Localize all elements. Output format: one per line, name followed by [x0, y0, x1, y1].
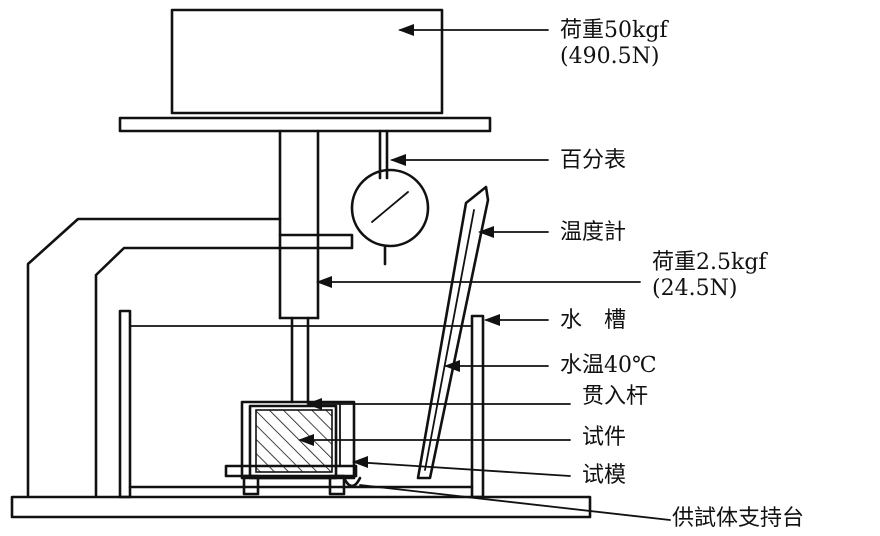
- frame: [26, 217, 354, 497]
- thermometer: [416, 185, 490, 480]
- label-small-load-line1: 荷重2.5kgf: [652, 250, 767, 275]
- label-main-load-line1: 荷重50kgf: [560, 18, 668, 43]
- base-plate: [10, 495, 592, 519]
- main-load-weight: [170, 8, 444, 115]
- dial-gauge: [350, 129, 430, 266]
- label-water-temp: 水温40℃: [560, 353, 657, 378]
- label-water-bath: 水 槽: [560, 308, 627, 333]
- label-specimen: 试件: [582, 425, 627, 450]
- specimen-hatch: [255, 409, 333, 473]
- leader-lines: [298, 24, 671, 521]
- label-main-load-line2: (490.5N): [560, 44, 660, 69]
- label-penetration-rod: 贯入杆: [582, 384, 649, 409]
- label-dial-gauge: 百分表: [560, 148, 627, 173]
- label-thermometer: 温度計: [560, 220, 627, 245]
- load-plate: [118, 116, 492, 133]
- label-specimen-support: 供試体支持台: [672, 506, 805, 531]
- plunger-column: [278, 129, 320, 320]
- label-small-load-line2: (24.5N): [652, 276, 738, 301]
- label-mold: 试模: [582, 463, 627, 488]
- penetration-rod: [290, 316, 310, 404]
